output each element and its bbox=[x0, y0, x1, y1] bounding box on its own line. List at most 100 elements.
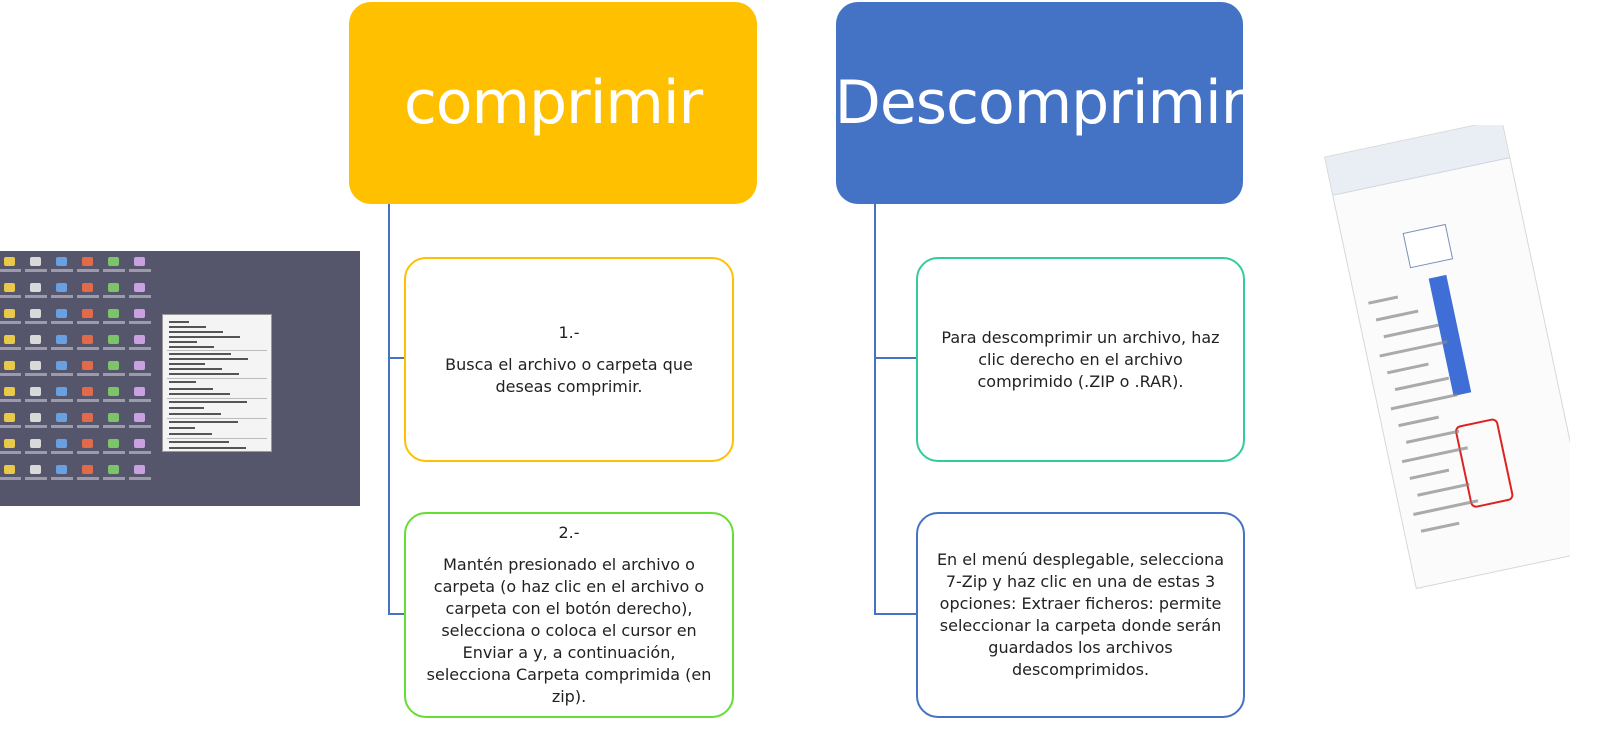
explorer-window-image bbox=[1324, 125, 1570, 590]
menu-entry-image bbox=[169, 447, 246, 449]
desktop-icon bbox=[30, 465, 41, 474]
left-connector-vertical bbox=[388, 204, 390, 614]
explorer-text-line bbox=[1390, 393, 1458, 411]
left-connector-branch-2 bbox=[388, 613, 404, 615]
desktop-icon-label bbox=[77, 373, 99, 376]
desktop-icon bbox=[134, 413, 145, 422]
desktop-icon bbox=[82, 413, 93, 422]
desktop-icon bbox=[4, 257, 15, 266]
desktop-icon bbox=[108, 283, 119, 292]
desktop-icon-label bbox=[77, 321, 99, 324]
compress-header: comprimir bbox=[349, 2, 757, 204]
menu-entry-image bbox=[169, 321, 189, 323]
decompress-title: Descomprimir bbox=[834, 68, 1246, 138]
desktop-icon bbox=[108, 387, 119, 396]
compress-step-1: 1.- Busca el archivo o carpeta que desea… bbox=[404, 257, 734, 462]
desktop-icon bbox=[4, 439, 15, 448]
step-text: Busca el archivo o carpeta que deseas co… bbox=[445, 354, 693, 396]
desktop-icon-label bbox=[51, 321, 73, 324]
explorer-screenshot-image bbox=[1290, 125, 1570, 595]
menu-separator bbox=[167, 418, 267, 419]
desktop-icon-label bbox=[77, 477, 99, 480]
desktop-icon bbox=[134, 361, 145, 370]
desktop-icon-label bbox=[0, 373, 21, 376]
desktop-icon bbox=[56, 413, 67, 422]
desktop-icon-label bbox=[103, 451, 125, 454]
menu-entry-image bbox=[169, 381, 196, 383]
desktop-icon bbox=[108, 335, 119, 344]
menu-entry-image bbox=[169, 401, 247, 403]
step-number: 2.- bbox=[558, 523, 580, 542]
desktop-icon-label bbox=[129, 269, 151, 272]
desktop-icon bbox=[4, 309, 15, 318]
compress-step-2: 2.- Mantén presionado el archivo o carpe… bbox=[404, 512, 734, 718]
desktop-icon-label bbox=[103, 321, 125, 324]
archive-file-icon bbox=[1402, 223, 1454, 269]
desktop-icon-label bbox=[103, 399, 125, 402]
desktop-icon bbox=[56, 309, 67, 318]
desktop-icon bbox=[56, 387, 67, 396]
desktop-icon bbox=[82, 465, 93, 474]
desktop-icon-label bbox=[77, 269, 99, 272]
desktop-icon-label bbox=[0, 425, 21, 428]
desktop-icon-label bbox=[25, 295, 47, 298]
desktop-icon bbox=[4, 361, 15, 370]
menu-entry-image bbox=[169, 331, 223, 333]
desktop-icon bbox=[30, 257, 41, 266]
desktop-icon bbox=[134, 257, 145, 266]
selected-menu-band bbox=[1428, 274, 1472, 397]
desktop-icon-label bbox=[51, 269, 73, 272]
desktop-icon bbox=[82, 257, 93, 266]
desktop-icon bbox=[134, 335, 145, 344]
desktop-icon bbox=[30, 309, 41, 318]
desktop-icon bbox=[82, 387, 93, 396]
explorer-text-line bbox=[1398, 415, 1439, 428]
desktop-icon-label bbox=[25, 451, 47, 454]
explorer-text-line bbox=[1405, 429, 1460, 444]
desktop-icon bbox=[134, 387, 145, 396]
desktop-screenshot-image bbox=[0, 251, 360, 506]
menu-entry-image bbox=[169, 341, 197, 343]
context-menu-image bbox=[162, 314, 272, 452]
desktop-icon bbox=[108, 465, 119, 474]
explorer-text-line bbox=[1409, 468, 1450, 480]
desktop-icon-label bbox=[0, 451, 21, 454]
right-connector-branch-1 bbox=[874, 357, 916, 359]
desktop-icon-label bbox=[0, 269, 21, 272]
desktop-icon bbox=[4, 335, 15, 344]
menu-separator bbox=[167, 350, 267, 351]
desktop-icon bbox=[30, 413, 41, 422]
desktop-icon-label bbox=[103, 347, 125, 350]
desktop-icon-label bbox=[51, 425, 73, 428]
desktop-icon-label bbox=[25, 425, 47, 428]
menu-entry-image bbox=[169, 336, 240, 338]
desktop-icon-label bbox=[103, 477, 125, 480]
desktop-icon bbox=[30, 361, 41, 370]
compress-title: comprimir bbox=[403, 68, 703, 138]
decompress-step-1: Para descomprimir un archivo, haz clic d… bbox=[916, 257, 1245, 462]
menu-separator bbox=[167, 378, 267, 379]
desktop-icon-label bbox=[51, 373, 73, 376]
menu-entry-image bbox=[169, 373, 239, 375]
highlight-box bbox=[1453, 417, 1515, 509]
desktop-icon-label bbox=[103, 295, 125, 298]
desktop-icon bbox=[56, 439, 67, 448]
menu-entry-image bbox=[169, 433, 212, 435]
explorer-text-line bbox=[1413, 499, 1479, 516]
desktop-icon-label bbox=[25, 373, 47, 376]
desktop-icon-label bbox=[129, 399, 151, 402]
desktop-icon bbox=[4, 283, 15, 292]
desktop-icon bbox=[82, 283, 93, 292]
desktop-icon-label bbox=[0, 321, 21, 324]
menu-entry-image bbox=[169, 388, 213, 390]
desktop-icon bbox=[108, 257, 119, 266]
desktop-icon-label bbox=[0, 477, 21, 480]
desktop-icon-label bbox=[51, 477, 73, 480]
menu-entry-image bbox=[169, 413, 221, 415]
desktop-icon bbox=[134, 439, 145, 448]
desktop-icon-label bbox=[51, 295, 73, 298]
menu-separator bbox=[167, 398, 267, 399]
desktop-icon bbox=[134, 309, 145, 318]
desktop-icon bbox=[108, 413, 119, 422]
step-text: Mantén presionado el archivo o carpeta (… bbox=[426, 555, 712, 706]
